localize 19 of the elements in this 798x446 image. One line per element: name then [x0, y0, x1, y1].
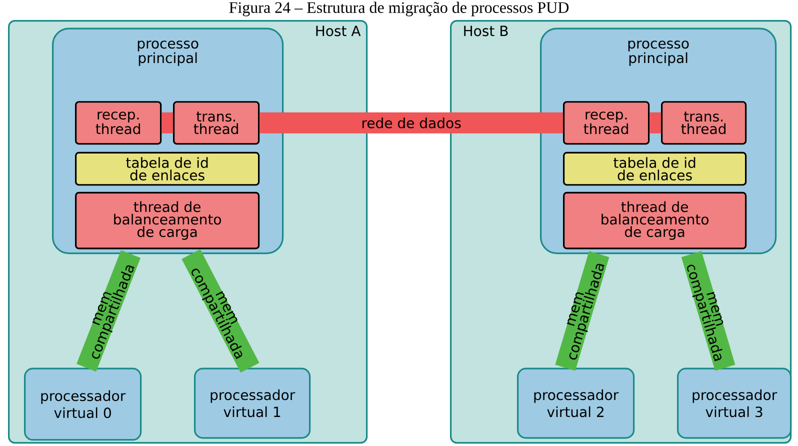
thread-box: recep. thread — [75, 101, 162, 145]
processor-box: processador virtual 2 — [517, 368, 635, 439]
thread-box: trans. thread — [173, 101, 260, 145]
table-box: tabela de id de enlaces — [75, 152, 260, 186]
shared-memory-band — [182, 249, 260, 373]
processor-box: processador virtual 0 — [24, 368, 142, 441]
network-band — [260, 112, 563, 134]
title: Figura 24 – Estrutura de migração de processos PUD — [229, 2, 569, 16]
shared-memory-band — [76, 250, 141, 372]
thread-box: thread de balanceamento de carga — [75, 192, 260, 250]
network-band — [162, 112, 173, 134]
network-band — [650, 112, 661, 134]
thread-box: recep. thread — [563, 101, 650, 145]
thread-box: trans. thread — [661, 101, 747, 145]
shared-memory-band — [681, 251, 736, 371]
table-box: tabela de id de enlaces — [563, 152, 747, 186]
processor-box: processador virtual 3 — [677, 368, 792, 439]
thread-box: thread de balanceamento de carga — [563, 192, 747, 250]
processor-box: processador virtual 1 — [194, 368, 311, 439]
